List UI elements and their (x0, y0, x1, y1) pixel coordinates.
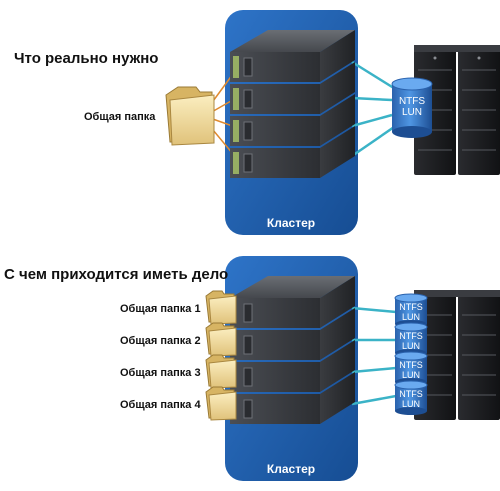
folder-label-3: Общая папка 3 (120, 367, 201, 379)
folder-icon (165, 86, 215, 146)
top-section (165, 10, 500, 235)
lun-label-line1: NTFS (399, 331, 423, 341)
lun-label-bottom-4: NTFS LUN (395, 389, 427, 409)
lun-label-top: NTFS LUN (392, 96, 432, 118)
lun-label-line2: LUN (401, 107, 422, 118)
folder-label: Общая папка (84, 111, 156, 123)
lun-label-line2: LUN (401, 312, 420, 322)
lun-label-line1: NTFS (399, 302, 423, 312)
server-stack-top (230, 30, 355, 178)
lun-connectors-bottom (351, 306, 397, 406)
storage-rack-top (414, 45, 500, 175)
top-heading: Что реально нужно (14, 50, 159, 67)
lun-label-line1: NTFS (399, 360, 423, 370)
lun-label-line1: NTFS (398, 96, 426, 107)
folder-label-1: Общая папка 1 (120, 303, 201, 315)
bottom-section (205, 256, 500, 481)
folder-icon (205, 386, 237, 421)
folder-label-2: Общая папка 2 (120, 335, 201, 347)
folder-icon (205, 290, 237, 325)
lun-label-bottom-2: NTFS LUN (395, 331, 427, 351)
lun-label-bottom-3: NTFS LUN (395, 360, 427, 380)
cluster-label-top: Кластер (266, 216, 316, 230)
lun-label-bottom-1: NTFS LUN (395, 302, 427, 322)
lun-label-line2: LUN (401, 370, 420, 380)
folder-icon (205, 354, 237, 389)
bottom-heading: С чем приходится иметь дело (4, 266, 229, 283)
folder-icon (205, 322, 237, 357)
lun-cylinder-bottom (394, 322, 428, 357)
lun-label-line2: LUN (401, 399, 420, 409)
lun-label-line1: NTFS (399, 389, 423, 399)
cluster-label-bottom: Кластер (266, 462, 316, 476)
folder-label-4: Общая папка 4 (120, 399, 201, 411)
lun-cylinder-top (391, 77, 433, 138)
lun-label-line2: LUN (401, 341, 420, 351)
server-stack-bottom (230, 276, 355, 424)
lun-cylinder-bottom (394, 380, 428, 415)
